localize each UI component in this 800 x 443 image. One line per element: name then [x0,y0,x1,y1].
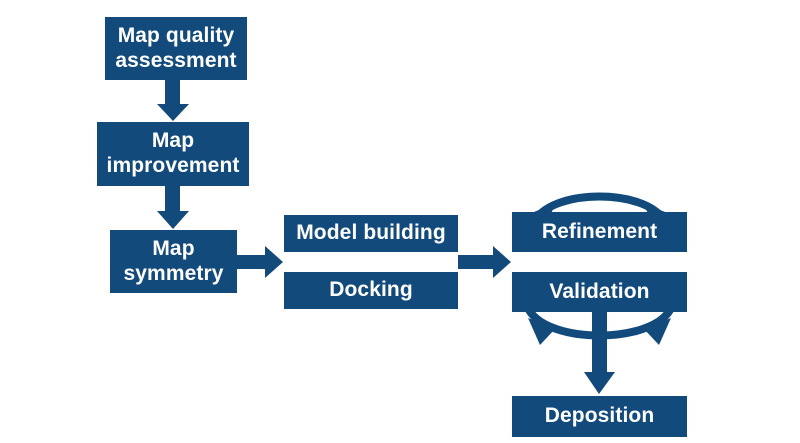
arrow-map-symmetry-to-building-docking [237,246,283,278]
arrow-map-improvement-to-map-symmetry [157,186,189,229]
node-deposition[interactable]: Deposition [512,396,687,437]
arrow-validation-to-deposition [584,312,615,394]
arrow-map-quality-to-map-improvement [157,80,189,121]
node-validation[interactable]: Validation [512,272,687,312]
node-docking[interactable]: Docking [284,272,458,309]
cycle-arc-bottom [525,307,674,345]
node-model-building[interactable]: Model building [284,215,458,252]
node-map-improvement[interactable]: Map improvement [97,122,249,186]
node-map-quality-assessment[interactable]: Map quality assessment [105,17,247,80]
arrow-building-docking-to-refinement-validation [458,246,511,278]
node-map-symmetry[interactable]: Map symmetry [110,230,237,293]
node-refinement[interactable]: Refinement [512,212,687,252]
